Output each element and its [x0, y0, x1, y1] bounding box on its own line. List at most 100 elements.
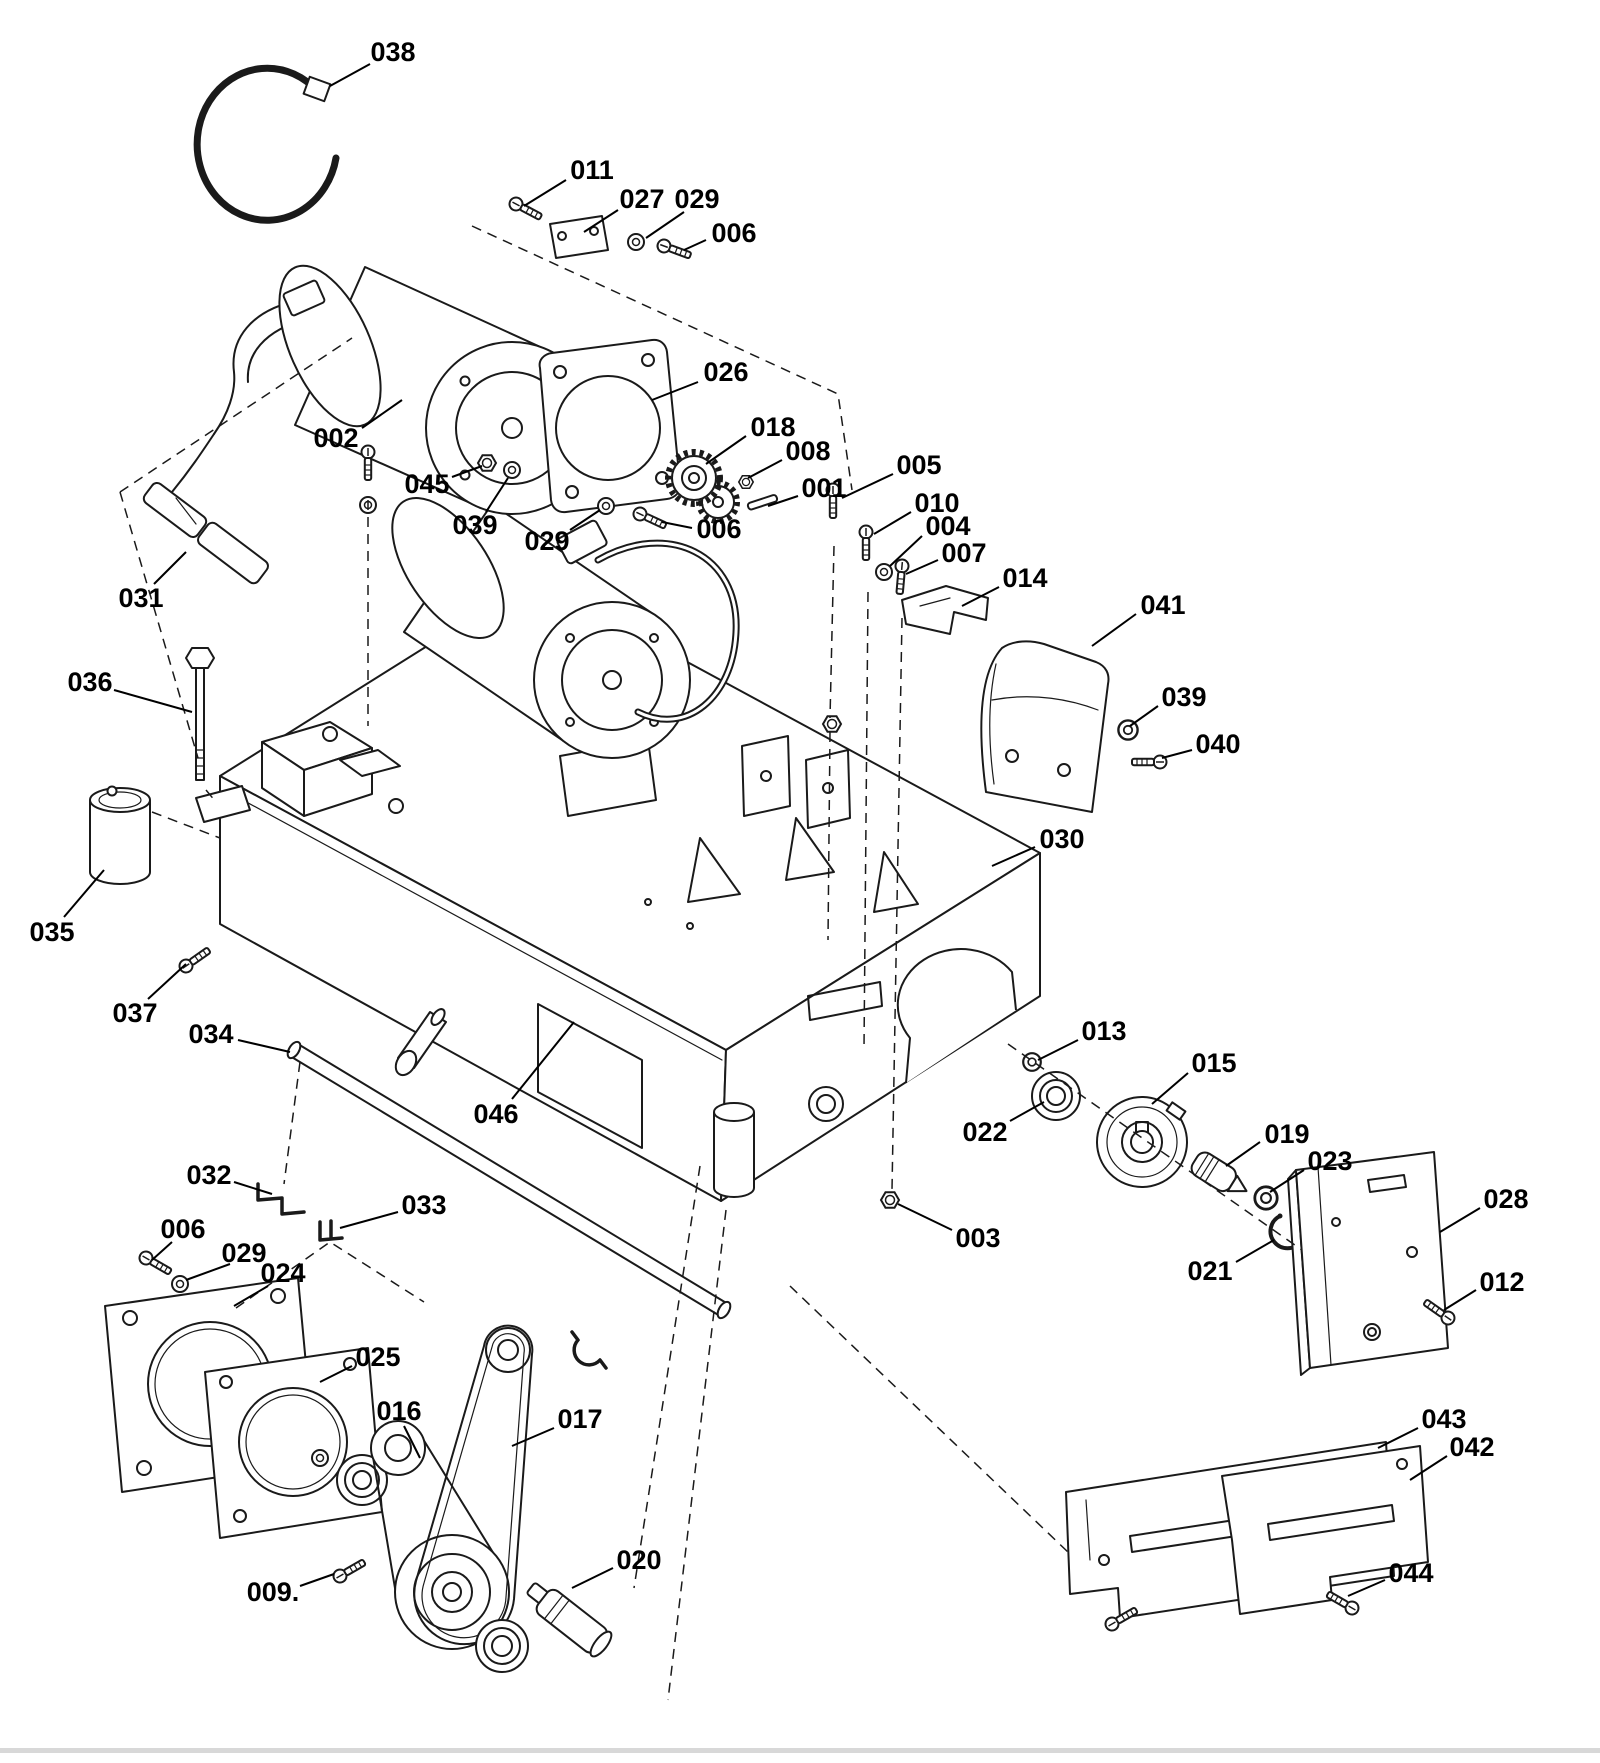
leader-line-042 — [1409, 1455, 1448, 1481]
callout-017: 017 — [557, 1404, 602, 1434]
leader-line-035 — [63, 869, 105, 918]
callout-036: 036 — [67, 667, 112, 697]
set-screw-boss — [1165, 1101, 1187, 1121]
leader-line-022 — [1009, 1101, 1045, 1122]
callout-003: 003 — [955, 1223, 1000, 1253]
washer-small — [311, 1449, 329, 1467]
callout-043: 043 — [1421, 1404, 1466, 1434]
callout-004: 004 — [925, 511, 970, 541]
callout-039-2: 039 — [1161, 682, 1206, 712]
leader-line-033 — [339, 1211, 399, 1229]
leader-line-020 — [571, 1567, 614, 1589]
callout-001: 001 — [801, 473, 846, 503]
callout-041: 041 — [1140, 590, 1185, 620]
callout-002: 002 — [313, 423, 358, 453]
plate-028 — [1287, 1151, 1449, 1376]
leader-line-013 — [1037, 1039, 1079, 1061]
callout-019: 019 — [1264, 1119, 1309, 1149]
callout-006-3: 006 — [160, 1214, 205, 1244]
callout-029-1: 029 — [674, 184, 719, 214]
leader-line-003 — [897, 1203, 953, 1231]
leader-line-045 — [451, 465, 483, 478]
leader-line-038 — [329, 63, 371, 87]
leader-line-017 — [511, 1427, 555, 1447]
bearing-022 — [1031, 1071, 1081, 1121]
leader-line-023 — [1269, 1169, 1305, 1193]
leader-line-007 — [905, 559, 939, 575]
leader-line-006-1 — [683, 239, 707, 251]
top-pulley — [485, 1327, 531, 1373]
leader-line-031 — [153, 551, 187, 585]
leader-line-040 — [1161, 749, 1193, 759]
callout-035: 035 — [29, 917, 74, 947]
callout-007: 007 — [941, 538, 986, 568]
leader-line-005 — [841, 473, 894, 499]
clip-belt — [570, 1330, 608, 1370]
callout-032: 032 — [186, 1160, 231, 1190]
callout-037: 037 — [112, 998, 157, 1028]
screw-007 — [892, 557, 911, 596]
leader-line-034 — [237, 1039, 291, 1053]
leader-line-027 — [583, 209, 619, 233]
nut-003 — [880, 1191, 900, 1209]
callout-013: 013 — [1081, 1016, 1126, 1046]
callout-008: 008 — [785, 436, 830, 466]
rod-034 — [286, 1008, 732, 1320]
bottom-divider — [0, 1748, 1600, 1753]
motor-lower-rear-cap — [391, 497, 505, 639]
wire-end-connector — [302, 75, 332, 103]
plate-025 — [204, 1347, 383, 1539]
connector-031 — [142, 481, 269, 585]
washer-004 — [875, 563, 893, 581]
pulley-015 — [1096, 1096, 1188, 1188]
callout-014: 014 — [1002, 563, 1047, 593]
callout-009: 009. — [247, 1577, 300, 1607]
chassis-slot — [807, 981, 883, 1021]
leader-line-036 — [113, 689, 193, 713]
label-plate-046 — [537, 1003, 643, 1149]
screw-006-3 — [136, 1248, 175, 1279]
leader-line-002 — [361, 399, 403, 429]
screw-037 — [175, 943, 214, 977]
callout-011: 011 — [570, 155, 614, 185]
leader-line-006-2 — [661, 521, 693, 529]
bracket-042 — [1221, 1445, 1429, 1615]
nut-045 — [477, 454, 497, 472]
leader-line-046 — [511, 1021, 575, 1100]
washer-029-2 — [597, 497, 615, 515]
leader-line-044 — [1347, 1579, 1386, 1597]
crank-arm-016 — [311, 1420, 510, 1650]
chassis-arch-cutout — [896, 948, 1017, 1084]
leader-line-029-3 — [185, 1263, 231, 1281]
callout-016: 016 — [376, 1396, 421, 1426]
leader-line-006-3 — [151, 1241, 173, 1261]
junction-box — [261, 721, 401, 817]
leader-line-012 — [1443, 1289, 1477, 1311]
callout-029-2: 029 — [524, 526, 569, 556]
screw-011 — [506, 194, 545, 224]
callout-033: 033 — [401, 1190, 446, 1220]
callout-024: 024 — [260, 1258, 305, 1288]
chassis-hole — [808, 1086, 844, 1122]
callout-023: 023 — [1307, 1146, 1352, 1176]
bearing-bottom — [475, 1619, 529, 1673]
leader-line-008 — [747, 459, 783, 479]
leader-line-014 — [961, 586, 1000, 607]
callout-031: 031 — [118, 583, 163, 613]
washer-029-3 — [171, 1275, 189, 1293]
coupler-019 — [1190, 1151, 1248, 1193]
leader-line-004 — [889, 535, 923, 567]
motor-terminal-block — [556, 519, 608, 565]
callout-020: 020 — [616, 1545, 661, 1575]
callout-040: 040 — [1195, 729, 1240, 759]
leader-line-024 — [233, 1285, 269, 1307]
callout-006-2: 006 — [696, 514, 741, 544]
callout-010: 010 — [914, 488, 959, 518]
motor-upper-002 — [171, 264, 599, 515]
clip-032 — [256, 1182, 306, 1216]
leader-line-011 — [523, 179, 567, 207]
leader-line-026 — [651, 381, 699, 401]
callout-039-1: 039 — [452, 510, 497, 540]
callout-027: 027 — [619, 184, 664, 214]
